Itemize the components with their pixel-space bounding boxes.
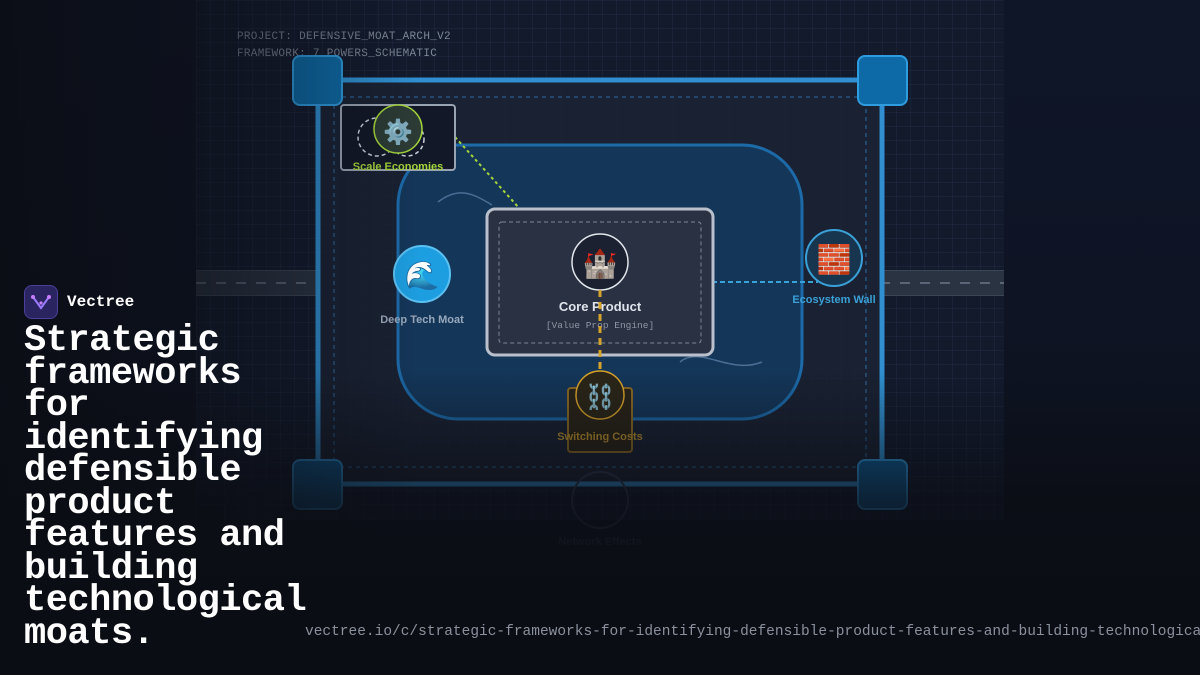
castle-icon: 🏰 xyxy=(583,248,618,280)
tower-bottom-right xyxy=(857,459,908,510)
gear-icon: ⚙️ xyxy=(383,118,413,146)
page-headline: Strategic frameworks for identifying def… xyxy=(24,320,307,655)
chain-icon: ⛓️ xyxy=(585,383,615,411)
tower-top-left xyxy=(292,55,343,106)
brand-name: Vectree xyxy=(67,293,135,311)
scale-economies-label: Scale Economies xyxy=(353,161,444,173)
wave-icon: 🌊 xyxy=(405,259,440,291)
article-url[interactable]: vectree.io/c/strategic-frameworks-for-id… xyxy=(305,624,1200,640)
deep-tech-moat-label: Deep Tech Moat xyxy=(380,314,464,326)
network-effects-label: Network Effects xyxy=(558,536,641,548)
switching-costs-label: Switching Costs xyxy=(557,431,643,443)
vectree-logo-icon xyxy=(24,285,58,319)
brand[interactable]: Vectree xyxy=(24,285,134,319)
tower-top-right xyxy=(857,55,908,106)
ecosystem-wall-label: Ecosystem Wall xyxy=(792,294,875,306)
brick-wall-icon: 🧱 xyxy=(817,243,852,276)
